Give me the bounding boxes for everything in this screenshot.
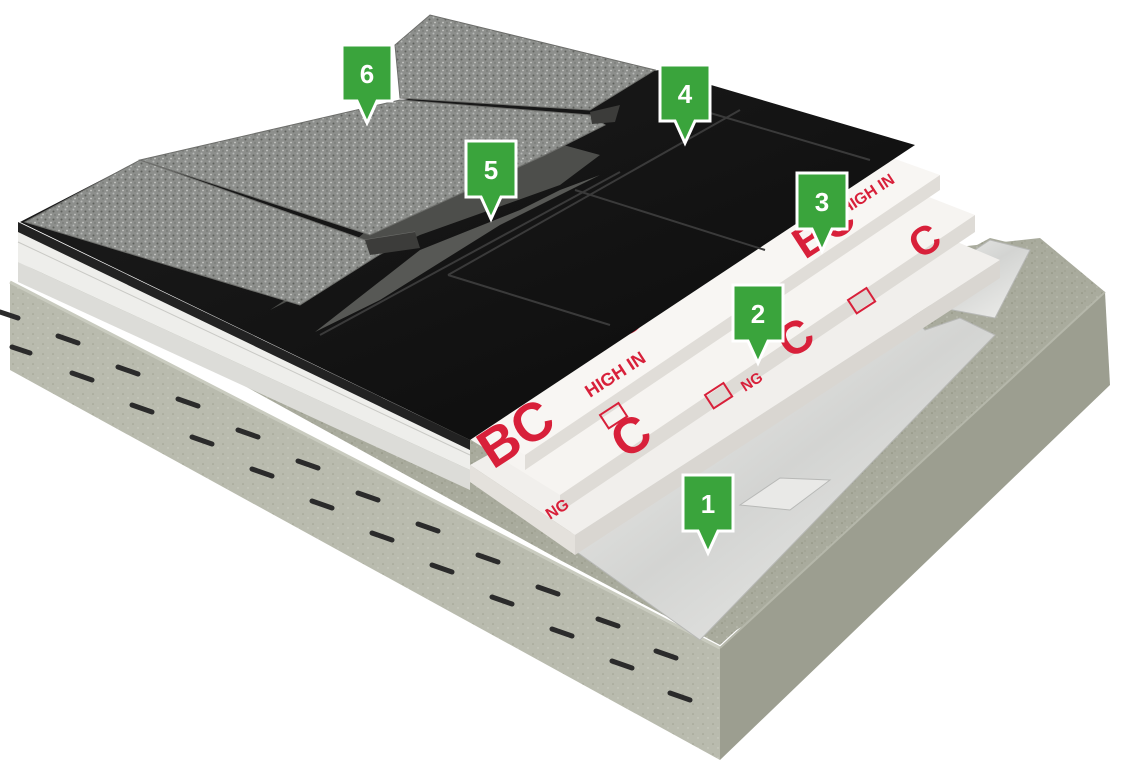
rebar-stubs	[0, 309, 693, 703]
marker-2-label: 2	[751, 299, 765, 329]
marker-3-label: 3	[815, 187, 829, 217]
marker-3: 3	[795, 171, 849, 255]
marker-5: 5	[464, 139, 518, 223]
marker-4-label: 4	[678, 79, 693, 109]
cap-sheet-layer	[23, 14, 657, 306]
marker-1-label: 1	[701, 489, 715, 519]
marker-2: 2	[731, 283, 785, 367]
marker-5-label: 5	[484, 155, 498, 185]
marker-1: 1	[681, 473, 735, 557]
marker-6-label: 6	[360, 59, 374, 89]
marker-4: 4	[658, 63, 712, 147]
marker-6: 6	[340, 43, 394, 127]
